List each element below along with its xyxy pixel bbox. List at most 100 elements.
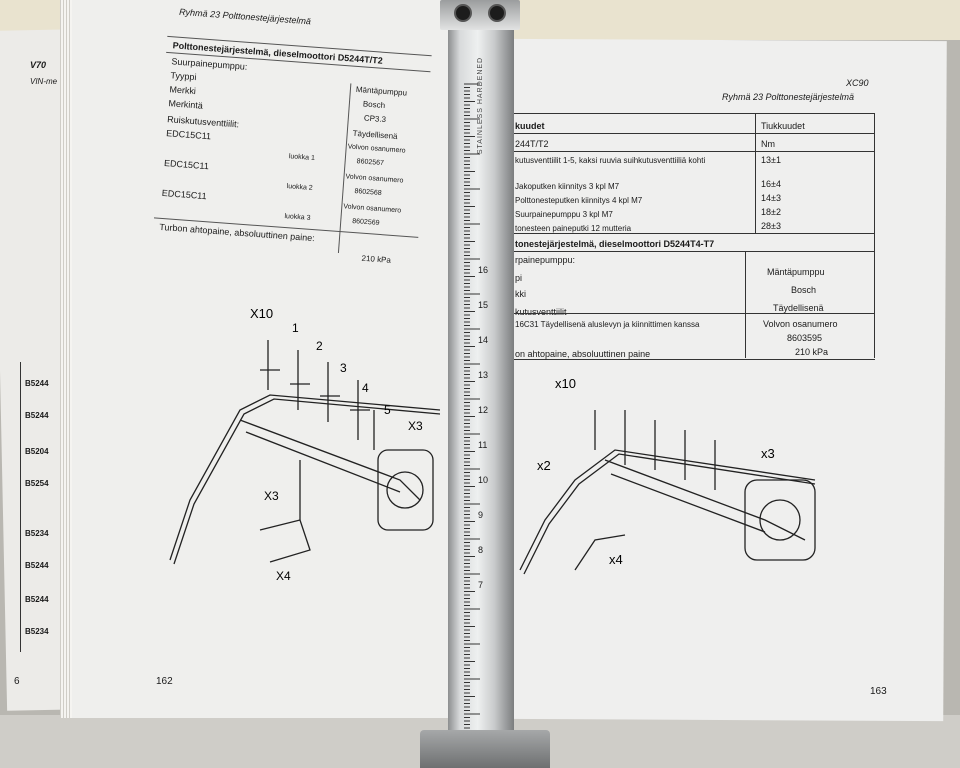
left-row-label: EDC15C11	[165, 128, 212, 142]
table-column-rule	[755, 113, 756, 233]
spec-value: 210 kPa	[795, 347, 829, 357]
torque-value: 13±1	[761, 155, 781, 165]
table-rule	[505, 251, 875, 252]
right-header-right: Tiukkuudet	[761, 121, 805, 131]
diagram-label: X3	[264, 489, 279, 503]
torque-value: 16±4	[761, 179, 781, 189]
torque-label: kutusventtiilit 1-5, kaksi ruuvia suihku…	[515, 156, 706, 165]
left-injector-diagram: X10 1 2 3 4 5 X3 X3 X4	[169, 306, 441, 583]
spec-label: pi	[515, 273, 523, 283]
ruler-head	[440, 0, 520, 30]
ruler-number: 10	[478, 475, 489, 485]
table-column-rule	[874, 113, 875, 358]
right-subheader-left: 244T/T2	[515, 139, 549, 149]
ruler-number: 11	[478, 440, 488, 450]
ruler-number: 16	[478, 265, 489, 275]
spec-label: 16C31 Täydellisenä aluslevyn ja kiinnitt…	[515, 320, 700, 329]
right-header-left: kuudet	[515, 121, 545, 131]
left-page-spec-table: Ryhmä 23 Polttonestejärjestelmä Polttone…	[146, 0, 444, 349]
left-row-value: Bosch	[362, 99, 386, 111]
torque-value: 28±3	[761, 221, 781, 231]
left-side-model: V70	[30, 60, 47, 70]
left-side-row: B5204	[25, 447, 49, 456]
diagram-label: X10	[250, 306, 273, 321]
diagram-label: 4	[362, 381, 369, 395]
left-row-class: luokka 2	[286, 183, 313, 192]
spec-label: on ahtopaine, absoluuttinen paine	[515, 349, 651, 359]
spec-value: Volvon osanumero	[763, 319, 838, 329]
left-page-number: 162	[156, 676, 173, 687]
left-row-value: Volvon osanumero	[345, 173, 404, 185]
right-injector-diagram: x10 x2 x3 x4	[519, 376, 816, 575]
left-row-value: Volvon osanumero	[343, 203, 402, 215]
torque-value: 14±3	[761, 193, 781, 203]
left-row-class: luokka 1	[288, 153, 316, 163]
left-side-row: B5244	[25, 379, 49, 388]
left-book-page	[72, 0, 450, 718]
left-row-value: 8602568	[354, 188, 382, 198]
left-side-subtitle: VIN-me	[30, 77, 58, 86]
left-row-label: Turbon ahtopaine, absoluuttinen paine:	[158, 221, 316, 244]
left-side-table: B5244 B5244 B5204 B5254 B5234 B5244 B524…	[20, 362, 76, 652]
torque-label: Jakoputken kiinnitys 3 kpl M7	[515, 182, 620, 191]
diagram-label: x4	[609, 552, 623, 567]
left-row-label: Tyyppi	[170, 70, 197, 83]
left-row-label: Merkintä	[168, 98, 204, 111]
left-side-row: B5254	[25, 479, 49, 488]
torque-label: Polttonesteputken kiinnitys 4 kpl M7	[515, 196, 643, 205]
screw-icon	[488, 4, 506, 22]
left-side-row: B5244	[25, 561, 49, 570]
right-subheader-right: Nm	[761, 139, 775, 149]
table-rule	[505, 313, 875, 314]
steel-ruler	[448, 0, 514, 740]
torque-label: Suurpainepumppu 3 kpl M7	[515, 210, 613, 219]
ruler-number: 12	[478, 405, 489, 415]
table-rule	[505, 133, 875, 134]
table-rule	[505, 233, 875, 234]
left-side-row: B5234	[25, 627, 49, 636]
spec-label: rpainepumppu:	[515, 255, 576, 265]
spec-label: kki	[515, 289, 526, 299]
left-row-label: EDC15C11	[163, 158, 210, 172]
diagram-label: X4	[276, 569, 291, 583]
spec-value: Bosch	[791, 285, 817, 295]
diagram-label: 1	[292, 321, 299, 335]
torque-label: tonesteen paineputki 12 mutteria	[515, 224, 632, 233]
table-rule	[505, 151, 875, 152]
spec-value: Mäntäpumppu	[767, 267, 825, 277]
diagram-label: x3	[761, 446, 775, 461]
left-row-value: Mäntäpumppu	[355, 84, 408, 98]
screw-icon	[454, 4, 472, 22]
left-row-label: Merkki	[169, 84, 197, 97]
left-row-value: Volvon osanumero	[347, 143, 406, 155]
table-column-rule	[337, 83, 352, 254]
left-row-value: CP3.3	[363, 113, 387, 125]
left-side-page-number: 6	[14, 676, 20, 687]
ruler-number: 15	[478, 300, 489, 310]
ruler-number: 9	[478, 510, 484, 520]
table-column-rule	[745, 251, 746, 358]
torque-value: 18±2	[761, 207, 781, 217]
diagram-label: X3	[408, 419, 423, 433]
left-row-value: 8602569	[352, 217, 380, 227]
right-model: XC90	[846, 78, 869, 88]
left-row-value: 210 kPa	[361, 253, 392, 265]
diagram-label: 3	[340, 361, 347, 375]
left-side-row: B5244	[25, 411, 49, 420]
diagram-label: x2	[537, 458, 551, 473]
right-section-title: tonestejärjestelmä, dieselmoottori D5244…	[515, 239, 715, 249]
spec-value: 8603595	[787, 333, 823, 343]
right-group-title: Ryhmä 23 Polttonestejärjestelmä	[722, 92, 855, 102]
table-rule	[505, 113, 875, 114]
left-side-row: B5244	[25, 595, 49, 604]
left-row-value: 8602567	[356, 158, 385, 168]
right-page-number: 163	[870, 686, 887, 697]
ruler-number: 8	[478, 545, 484, 555]
left-row-label: EDC15C11	[161, 187, 207, 202]
caliper-jaw	[420, 730, 550, 768]
diagram-label: 5	[384, 403, 391, 417]
table-rule	[505, 359, 875, 360]
ruler-number: 13	[478, 370, 489, 380]
diagram-label: x10	[555, 376, 576, 391]
left-row-value: Täydellisenä	[352, 128, 398, 142]
